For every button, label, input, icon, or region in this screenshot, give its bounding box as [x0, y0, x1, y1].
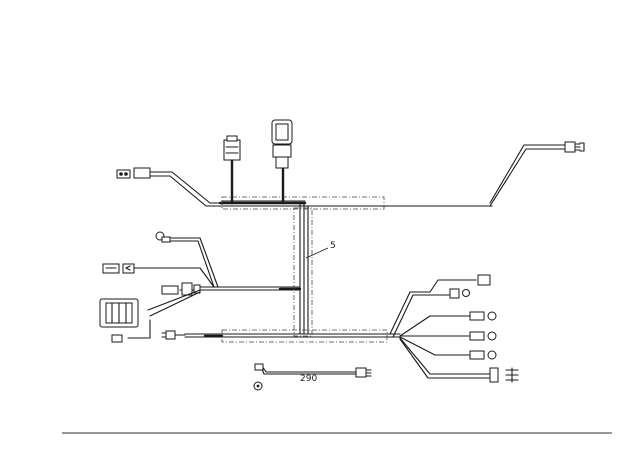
sensor-right-b [469, 311, 485, 321]
socket-connector-right-bottom [489, 367, 499, 383]
callout-label-sub-harness: 290 [300, 374, 317, 384]
small-plug-left [111, 334, 123, 343]
branch-right [389, 274, 519, 383]
branch-left-connectors [102, 263, 215, 296]
sensor-right-c [469, 331, 485, 341]
branch-top-left [116, 167, 223, 207]
ring-terminal-right-a [462, 289, 470, 297]
plug-connector-bottom-left [165, 330, 176, 340]
socket-connector-right-top [477, 274, 491, 286]
branch-top-right [564, 141, 585, 153]
branch-left-lower [99, 289, 201, 343]
main-trunk [184, 144, 566, 338]
sensor-right-d [469, 350, 485, 360]
plug-connector-top-a [223, 139, 241, 161]
ring-terminal-right-b [487, 311, 497, 321]
plug-connector-top-right [564, 141, 576, 153]
plug-connector-sub-harness [355, 367, 367, 378]
branch-left-upper [155, 231, 219, 288]
callout-label-main-harness: 5 [330, 241, 336, 251]
plug-connector-left-c [161, 285, 179, 295]
branch-bottom-left [161, 330, 186, 340]
ring-terminal-right-c [487, 331, 497, 341]
sub-harness [253, 363, 372, 391]
ring-terminal-right-d [487, 350, 497, 360]
callout-sub-harness: 290 [300, 374, 317, 384]
branch-top-center-left [223, 135, 241, 205]
socket-connector-left-b [122, 263, 135, 274]
callout-main-harness: 5 [305, 241, 336, 259]
socket-connector-top-left [116, 169, 131, 179]
plug-connector-top-left [133, 167, 151, 179]
branch-top-center [271, 119, 293, 205]
sensor-right-a [449, 288, 460, 299]
